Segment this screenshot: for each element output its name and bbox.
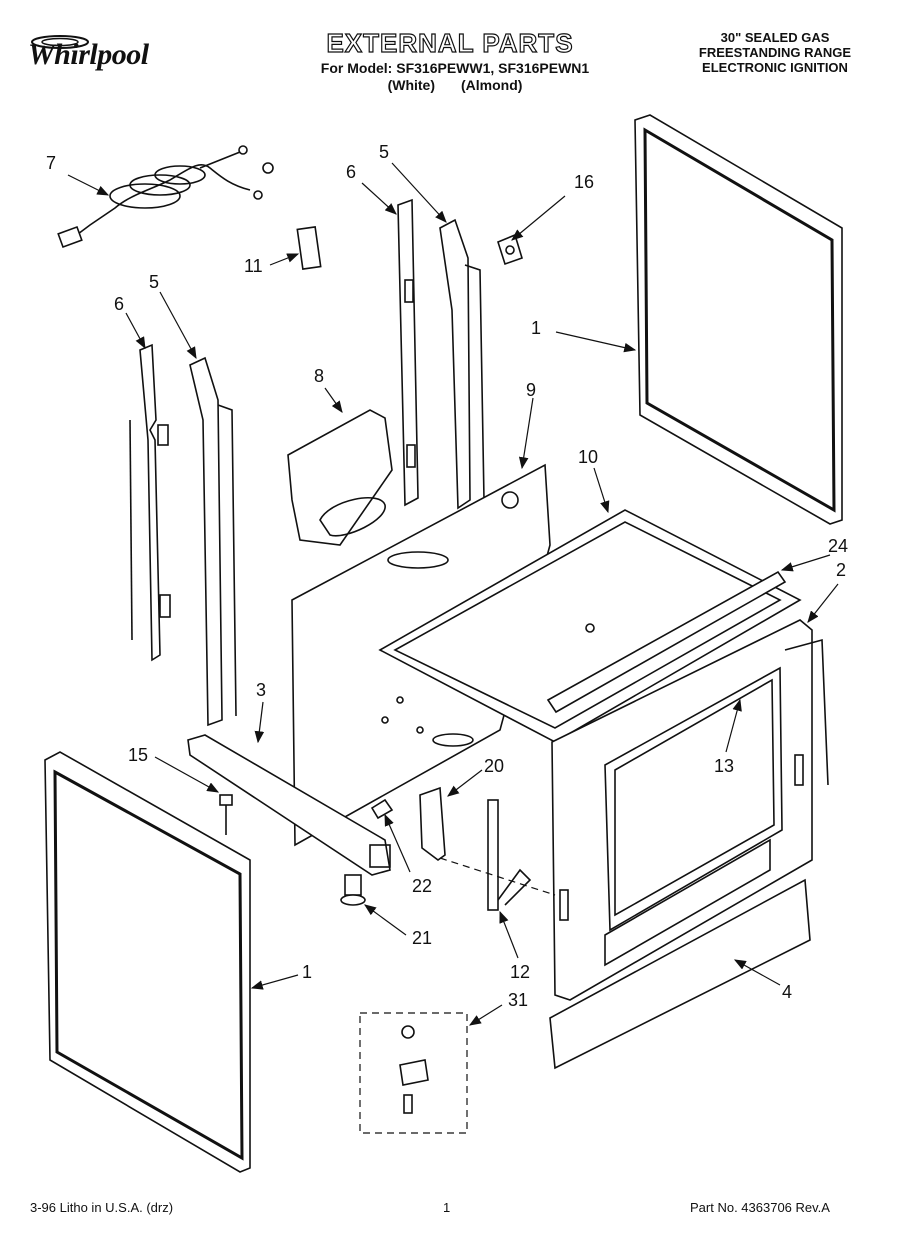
bracket-part-20 (419, 786, 446, 861)
leader-3 (254, 701, 265, 744)
color-white: (White) (387, 77, 435, 93)
callout-24: 24 (828, 536, 849, 556)
callout-9: 9 (526, 380, 537, 400)
leader-8 (324, 387, 343, 413)
leader-6b (125, 312, 146, 350)
range-line-2: FREESTANDING RANGE (698, 45, 852, 60)
callout-1-right: 1 (531, 318, 542, 338)
left-side-rail-5 (189, 356, 237, 727)
callout-7: 7 (46, 153, 57, 173)
bracket-part (497, 233, 523, 266)
range-description: 30" SEALED GAS FREESTANDING RANGE ELECTR… (680, 30, 870, 75)
callout-13: 13 (714, 756, 735, 776)
leader-10 (593, 467, 610, 514)
screw-part (219, 794, 233, 835)
leader-12 (499, 910, 519, 959)
leader-20 (447, 769, 483, 797)
vent-duct-part (287, 409, 393, 546)
leveler-bracket-part (487, 799, 532, 911)
front-frame-part (551, 619, 813, 1001)
cooktop-panel-part (378, 509, 802, 743)
clip-part-22 (370, 798, 394, 820)
leader-5b (159, 291, 197, 360)
whirlpool-swoosh-icon (31, 35, 89, 49)
leader-21 (364, 904, 407, 936)
leader-24 (780, 554, 831, 572)
callout-4: 4 (782, 982, 793, 1002)
callout-20: 20 (484, 756, 505, 776)
callout-22: 22 (412, 876, 433, 896)
left-side-rail-6 (129, 343, 171, 662)
color-almond: (Almond) (461, 77, 523, 93)
leader-9 (518, 397, 534, 470)
gasket-part (784, 638, 829, 786)
power-cord-part (57, 145, 274, 249)
callout-2: 2 (836, 560, 847, 580)
leader-5a (391, 162, 447, 223)
leader-13 (725, 698, 742, 753)
rear-side-rail-5 (439, 218, 485, 510)
callout-31: 31 (508, 990, 529, 1010)
leader-15 (154, 756, 220, 793)
callout-6-left: 6 (114, 294, 125, 314)
trim-strip-part (546, 570, 787, 714)
clip-part (296, 226, 322, 270)
leader-4 (733, 959, 781, 986)
callout-12: 12 (510, 962, 531, 982)
range-line-3: ELECTRONIC IGNITION (702, 60, 848, 75)
model-line: For Model: SF316PEWW1, SF316PEWN1 (320, 60, 590, 76)
leader-1b (250, 974, 299, 990)
leader-1a (555, 331, 637, 353)
page-number: 1 (443, 1200, 451, 1215)
leader-2 (807, 583, 839, 623)
callout-15: 15 (128, 745, 149, 765)
anti-tip-kit-part (359, 1012, 468, 1134)
rear-side-rail-6 (397, 198, 419, 507)
model-block: For Model: SF316PEWW1, SF316PEWN1 (White… (290, 60, 620, 94)
callout-6: 6 (346, 162, 357, 182)
leader-6a (361, 182, 397, 215)
litho-note: 3-96 Litho in U.S.A. (drz) (30, 1200, 174, 1215)
part-number: Part No. 4363706 Rev.A (690, 1200, 830, 1215)
range-line-1: 30" SEALED GAS (720, 30, 830, 45)
whirlpool-logo: Whirlpool (28, 38, 149, 71)
leader-31 (468, 1004, 503, 1026)
leveling-leg-part (340, 874, 366, 906)
callout-21: 21 (412, 928, 433, 948)
kick-plate-part (549, 878, 811, 1070)
leader-22 (384, 813, 411, 873)
callout-3: 3 (256, 680, 267, 700)
callout-16: 16 (574, 172, 595, 192)
callout-10: 10 (578, 447, 599, 467)
leader-16 (511, 195, 566, 241)
callout-5-left: 5 (149, 272, 160, 292)
left-side-panel-part (44, 751, 251, 1173)
page-title: EXTERNAL PARTS (326, 27, 574, 58)
bottom-rail-part (187, 734, 391, 876)
callout-1-left: 1 (302, 962, 313, 982)
callout-11: 11 (244, 256, 263, 276)
right-side-panel-part (634, 114, 843, 525)
callout-8: 8 (314, 366, 325, 386)
leader-11 (269, 253, 300, 266)
callout-5: 5 (379, 142, 390, 162)
leader-7 (67, 174, 110, 196)
